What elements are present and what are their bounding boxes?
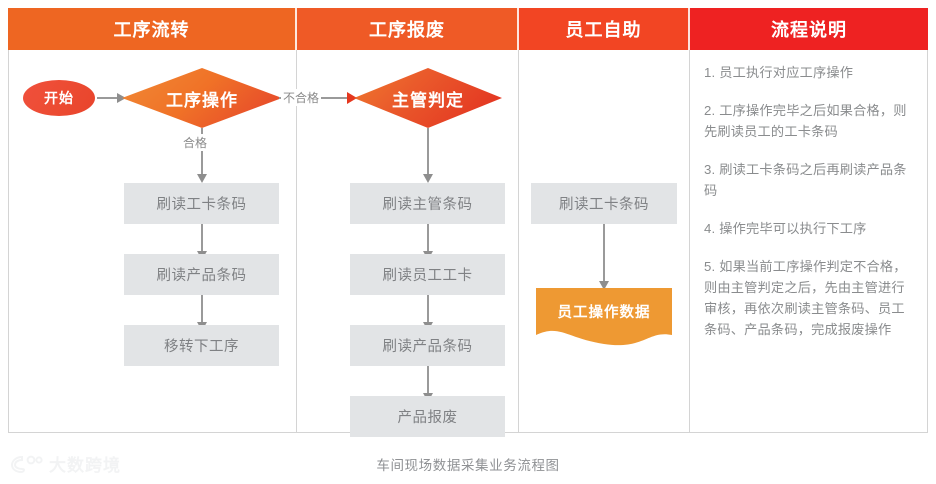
table-body-row: 开始	[8, 50, 928, 437]
node-scan-product-barcode-scrap[interactable]: 刷读产品条码	[350, 325, 505, 366]
connector-scrap-step1-to-step2	[427, 224, 429, 253]
description-item-5: 5. 如果当前工序操作判定不合格，则由主管判定之后，先由主管进行审核，再依次刷读…	[704, 259, 907, 337]
description-item-3: 3. 刷读工卡条码之后再刷读产品条码	[704, 162, 907, 198]
column-process-scrap: 不合格 主管判定	[279, 50, 519, 437]
diamond-shape-icon	[122, 68, 282, 128]
connector-decision-to-scrap-step1	[427, 128, 429, 176]
watermark-text: 大数跨境	[49, 456, 121, 475]
node-decision-process-operation[interactable]: 工序操作	[122, 68, 282, 128]
arrow-decision-to-step1-head	[196, 174, 207, 183]
footer: 大数跨境 车间现场数据采集业务流程图	[0, 443, 936, 484]
connector-start-to-decision	[97, 97, 118, 99]
arrow-decision-to-scrap-step1-head	[422, 174, 433, 183]
node-scan-supervisor-barcode[interactable]: 刷读主管条码	[350, 183, 505, 224]
table-header-row: 工序流转 工序报废 员工自助 流程说明	[8, 8, 928, 50]
node-employee-operation-data[interactable]: 员工操作数据	[536, 288, 672, 348]
arrow-reject-head	[347, 92, 357, 104]
edge-label-pass: 合格	[181, 134, 210, 151]
connector-step2-to-step3	[201, 295, 203, 324]
column-header-process-transfer: 工序流转	[8, 8, 297, 50]
column-header-employee-self-service: 员工自助	[519, 8, 690, 50]
dashu-logo-icon	[10, 455, 43, 473]
connector-self-step-to-document	[603, 224, 605, 283]
node-product-scrapped[interactable]: 产品报废	[350, 396, 505, 437]
document-shape-icon	[536, 288, 672, 346]
column-process-description: 1. 员工执行对应工序操作 2. 工序操作完毕之后如果合格，则先刷读员工的工卡条…	[690, 50, 927, 432]
flowchart-table: 工序流转 工序报废 员工自助 流程说明 开始	[8, 8, 928, 437]
node-scan-employee-card[interactable]: 刷读员工工卡	[350, 254, 505, 295]
connector-decision-to-step1	[201, 128, 203, 176]
description-item-2: 2. 工序操作完毕之后如果合格，则先刷读员工的工卡条码	[704, 103, 907, 139]
column-header-process-scrap: 工序报废	[297, 8, 519, 50]
edge-label-reject: 不合格	[281, 89, 322, 106]
node-start[interactable]: 开始	[23, 80, 95, 116]
arrow-start-to-decision-head	[117, 92, 126, 103]
connector-scrap-step3-to-step4	[427, 366, 429, 395]
node-self-scan-worker-card[interactable]: 刷读工卡条码	[531, 183, 677, 224]
connector-scrap-step2-to-step3	[427, 295, 429, 324]
connector-step1-to-step2	[201, 224, 203, 253]
description-item-4: 4. 操作完毕可以执行下工序	[704, 221, 867, 236]
node-transfer-next-process[interactable]: 移转下工序	[124, 325, 279, 366]
column-employee-self-service: 刷读工卡条码 员工操作数据	[519, 50, 690, 432]
description-list: 1. 员工执行对应工序操作 2. 工序操作完毕之后如果合格，则先刷读员工的工卡条…	[704, 62, 915, 340]
figure-caption: 车间现场数据采集业务流程图	[376, 458, 560, 473]
description-item-1: 1. 员工执行对应工序操作	[704, 65, 854, 80]
node-scan-product-barcode[interactable]: 刷读产品条码	[124, 254, 279, 295]
node-scan-worker-card-barcode[interactable]: 刷读工卡条码	[124, 183, 279, 224]
column-header-process-description: 流程说明	[690, 8, 928, 50]
arrow-self-step-to-document-head	[598, 281, 609, 290]
watermark: 大数跨境	[10, 451, 121, 476]
column-process-transfer: 开始	[9, 50, 297, 432]
node-decision-supervisor-judgement[interactable]: 主管判定	[354, 68, 502, 128]
diamond-shape-icon	[354, 68, 502, 128]
